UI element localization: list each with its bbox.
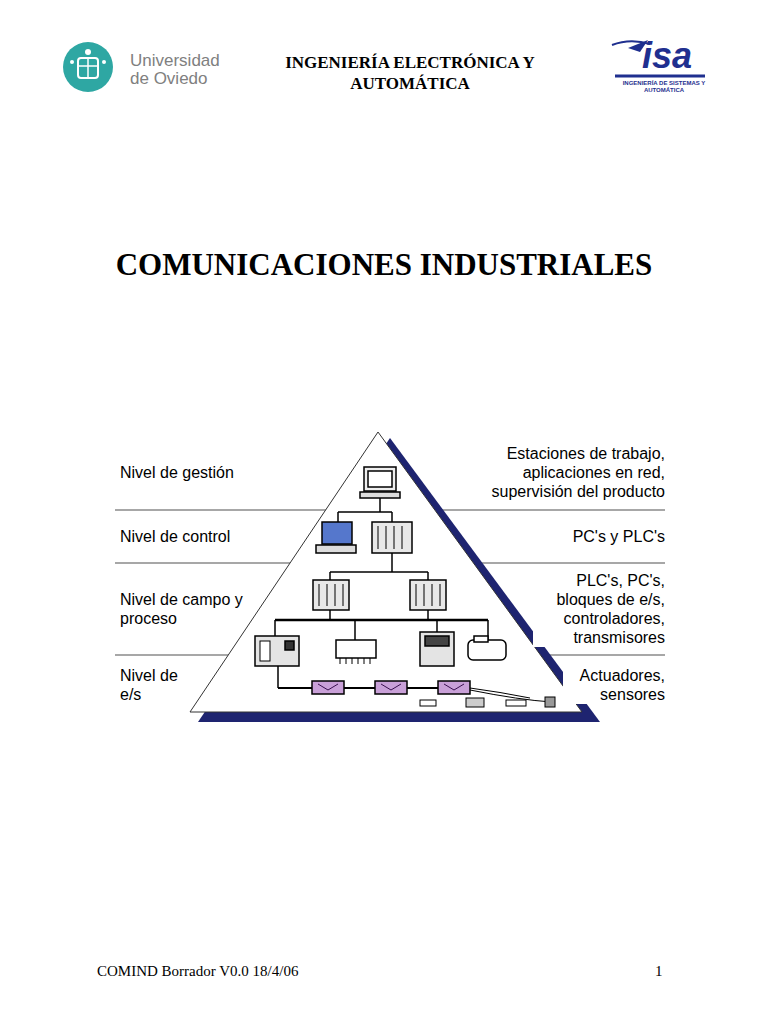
level-name: Nivel de control — [120, 527, 230, 546]
page-number: 1 — [655, 962, 675, 980]
footer-version: COMIND Borrador V0.0 18/4/06 — [97, 962, 397, 980]
level-name-area: Nivel de campo y proceso — [120, 563, 255, 655]
document-title: COMUNICACIONES INDUSTRIALES — [0, 247, 768, 283]
level-name-area: Nivel de e/s — [120, 655, 192, 715]
department-header: INGENIERÍA ELECTRÓNICA Y AUTOMÁTICA — [255, 52, 565, 94]
pyramid-level-band: Nivel de e/s Actuadores, sensores — [115, 655, 665, 715]
level-name: Nivel de campo y proceso — [120, 590, 255, 628]
level-devices: PC's y PLC's — [571, 527, 665, 546]
level-name: Nivel de e/s — [120, 666, 192, 704]
level-name-area: Nivel de gestión — [120, 434, 234, 510]
level-devices-area: PLC's, PC's, bloques de e/s, controlador… — [533, 563, 665, 655]
level-devices: Actuadores, sensores — [563, 666, 665, 704]
pyramid-level-band: Nivel de control PC's y PLC's — [115, 510, 665, 563]
isa-logo-text: isa — [622, 36, 712, 76]
network-illustration — [255, 467, 555, 707]
level-name: Nivel de gestión — [120, 463, 234, 482]
pyramid-level-band: Nivel de gestión Estaciones de trabajo, a… — [115, 434, 665, 510]
level-devices: Estaciones de trabajo, aplicaciones en r… — [458, 444, 665, 501]
university-name: Universidad de Oviedo — [130, 52, 230, 88]
level-devices-area: Actuadores, sensores — [563, 655, 665, 715]
level-devices-area: Estaciones de trabajo, aplicaciones en r… — [458, 434, 665, 510]
isa-logo-subtitle: INGENIERÍA DE SISTEMAS Y AUTOMÁTICA — [610, 80, 718, 94]
level-devices: PLC's, PC's, bloques de e/s, controlador… — [533, 571, 665, 647]
level-name-area: Nivel de control — [120, 510, 230, 563]
university-emblem — [63, 42, 113, 92]
level-devices-area: PC's y PLC's — [571, 510, 665, 563]
pyramid-level-band: Nivel de campo y proceso PLC's, PC's, blo… — [115, 563, 665, 655]
